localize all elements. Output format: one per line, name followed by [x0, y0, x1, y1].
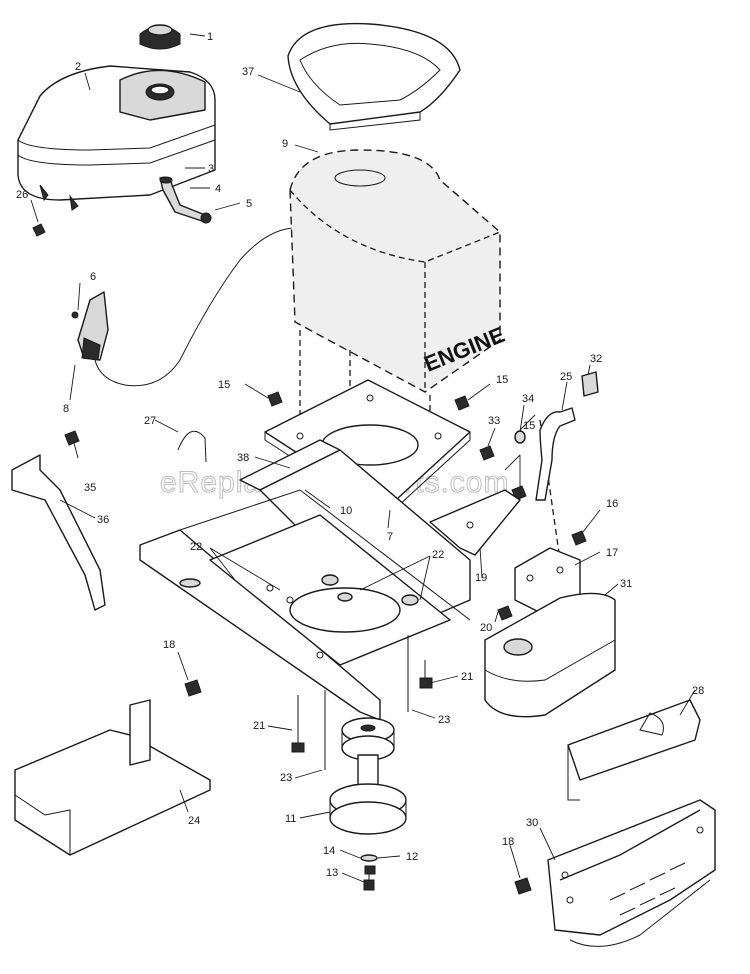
callout-33: 33: [488, 415, 500, 427]
callout-10: 10: [340, 505, 352, 517]
bolt-part-18b: [514, 877, 532, 895]
fuel-hose-parts-3-4-5: [159, 176, 212, 224]
callout-16: 16: [606, 498, 618, 510]
callout-15b: 15: [496, 374, 508, 386]
callout-11: 11: [285, 813, 296, 825]
main-frame: [139, 489, 471, 721]
callout-26: 26: [16, 189, 28, 201]
engine-shroud-part-37: [287, 22, 461, 131]
callout-23a: 23: [280, 772, 292, 784]
throttle-control-parts-6-8: [71, 227, 301, 387]
callout-28: 28: [692, 685, 704, 697]
bracket-parts-35-36: [11, 430, 106, 611]
fuel-cap-part-1: [139, 24, 181, 50]
callout-numbers: 1 2 3 4 5 26 37 9 6 8 15 15 15 32 25 34 …: [16, 31, 704, 879]
bracket-part-30: [547, 799, 716, 947]
hardware-parts-12-13-14: [360, 854, 378, 891]
pulley-part-11: [329, 717, 407, 835]
callout-17: 17: [606, 547, 618, 559]
callout-14: 14: [323, 845, 335, 857]
callout-24: 24: [188, 815, 200, 827]
callout-13: 13: [326, 867, 338, 879]
bolts-part-15: [267, 391, 527, 501]
callout-9: 9: [282, 138, 288, 150]
callout-21a: 21: [461, 671, 473, 683]
bracket-part-19: [429, 489, 521, 556]
shield-part-24: [14, 699, 211, 856]
callout-22a: 22: [190, 541, 202, 553]
leader-lines: [30, 33, 696, 883]
callout-18a: 18: [163, 639, 175, 651]
callout-7: 7: [387, 531, 393, 543]
callout-32: 32: [590, 353, 602, 365]
callout-4: 4: [215, 183, 221, 195]
callout-27: 27: [144, 415, 156, 427]
wire-clip-part-27: [177, 430, 207, 463]
callout-21b: 21: [253, 720, 265, 732]
callout-12: 12: [406, 851, 418, 863]
bolt-part-26: [32, 223, 46, 237]
bolts-studs-parts-21-23: [291, 635, 433, 770]
callout-34: 34: [522, 393, 534, 405]
callout-19: 19: [475, 572, 487, 584]
callout-31: 31: [620, 578, 632, 590]
callout-36: 36: [97, 514, 109, 526]
bolt-part-18a: [184, 679, 202, 697]
callout-8: 8: [63, 403, 69, 415]
callout-25: 25: [560, 371, 572, 383]
nut-washer-parts-33-34: [479, 430, 526, 461]
callout-20: 20: [480, 622, 492, 634]
callout-2: 2: [75, 61, 81, 73]
callout-30: 30: [526, 817, 538, 829]
muffler-part-31: [484, 592, 616, 718]
callout-15c: 15: [523, 420, 535, 432]
callout-6: 6: [90, 271, 96, 283]
callout-35: 35: [84, 482, 96, 494]
muffler-pipe-parts-25-32: [535, 371, 599, 501]
engine-part-9: ENGINE: [289, 149, 508, 393]
plate-part-28: [567, 699, 701, 801]
callout-23b: 23: [438, 714, 450, 726]
callout-1: 1: [207, 31, 213, 43]
callout-5: 5: [246, 198, 252, 210]
fuel-tank-part-2: [17, 65, 216, 211]
callout-3: 3: [208, 163, 214, 175]
callout-38: 38: [237, 452, 249, 464]
callout-18b: 18: [502, 836, 514, 848]
callout-22b: 22: [432, 549, 444, 561]
callout-15a: 15: [218, 379, 230, 391]
callout-37: 37: [242, 66, 254, 78]
